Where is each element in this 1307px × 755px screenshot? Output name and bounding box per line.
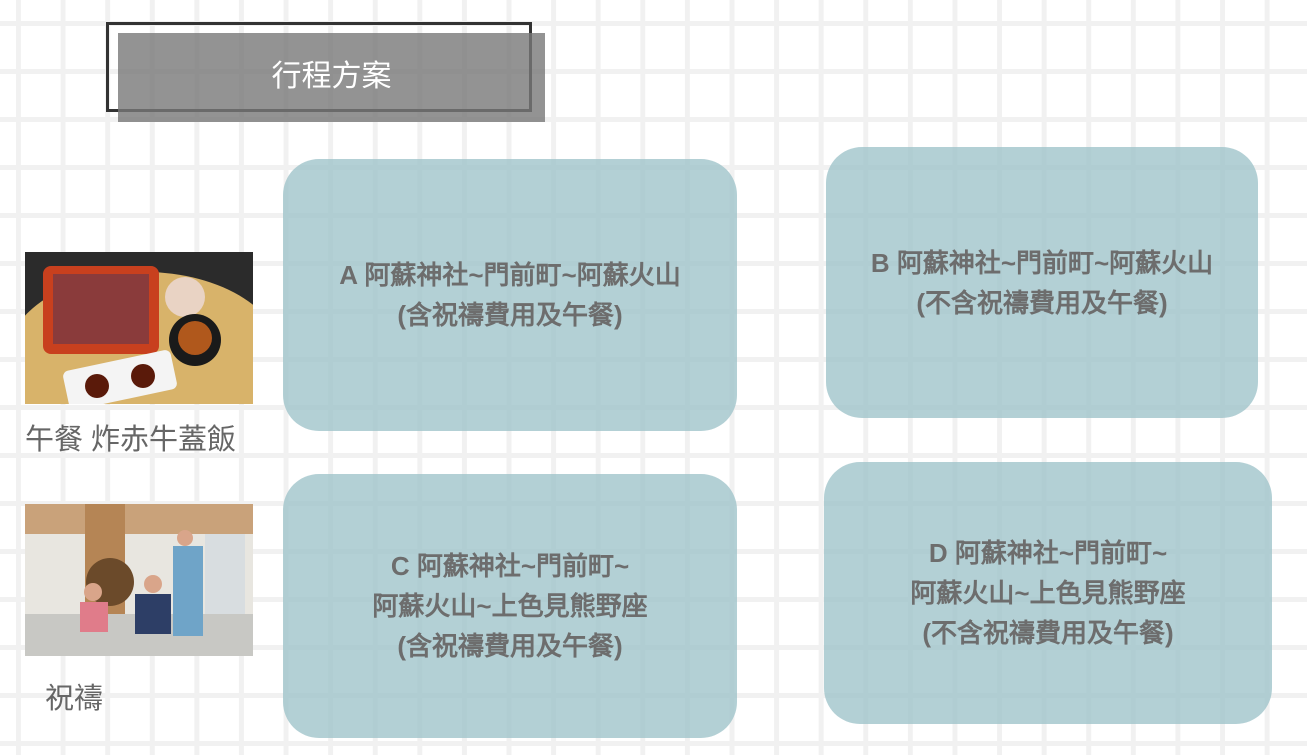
plan-title-cont: 阿蘇火山~上色見熊野座 [372,591,648,621]
prayer-caption: 祝禱 [45,683,104,715]
page-title-text: 行程方案 [271,59,392,93]
prayer-photo [25,504,253,656]
plan-title: A 阿蘇神社~門前町~阿蘇火山 [339,260,681,290]
plan-note: (含祝禱費用及午餐) [397,300,623,330]
lunch-caption: 午餐 炸赤牛蓋飯 [25,424,237,456]
plan-note: (不含祝禱費用及午餐) [922,618,1174,648]
plan-title: D 阿蘇神社~門前町~ [928,538,1168,568]
plan-card-c[interactable]: C 阿蘇神社~門前町~ 阿蘇火山~上色見熊野座 (含祝禱費用及午餐) [283,474,737,738]
page-title: 行程方案 [118,33,545,122]
plan-note: (不含祝禱費用及午餐) [916,287,1168,318]
plan-title: B 阿蘇神社~門前町~阿蘇火山 [870,247,1214,278]
lunch-photo [25,252,253,404]
plan-card-a[interactable]: A 阿蘇神社~門前町~阿蘇火山 (含祝禱費用及午餐) [283,159,737,431]
plan-title-cont: 阿蘇火山~上色見熊野座 [910,578,1186,608]
plan-note: (含祝禱費用及午餐) [397,631,623,661]
plan-title: C 阿蘇神社~門前町~ [390,551,630,581]
plan-card-d[interactable]: D 阿蘇神社~門前町~ 阿蘇火山~上色見熊野座 (不含祝禱費用及午餐) [824,462,1272,724]
plan-card-b[interactable]: B 阿蘇神社~門前町~阿蘇火山 (不含祝禱費用及午餐) [826,147,1258,418]
